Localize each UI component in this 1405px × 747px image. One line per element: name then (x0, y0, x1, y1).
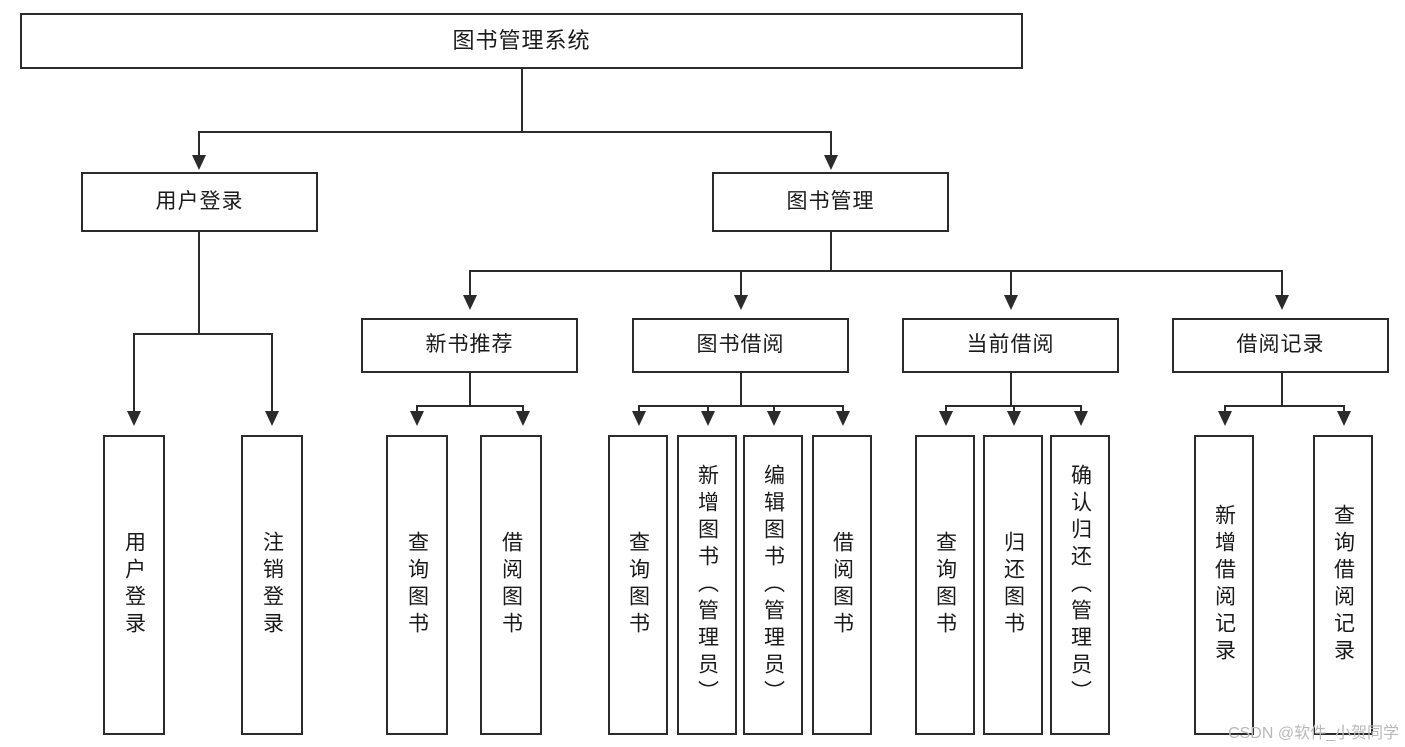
node-book-management[interactable]: 图书管理 (712, 172, 949, 232)
connector-current-borrow-drop-2 (1013, 405, 1015, 413)
node-label: 查询图书 (933, 531, 957, 639)
connector-root-stem (521, 69, 523, 131)
node-label: 注销登录 (260, 531, 284, 639)
connector-root-to-book-mgmt (830, 131, 832, 158)
arrowhead-user-login-leaf-2 (265, 411, 279, 426)
arrowhead-book-borrow-leaf-1 (632, 411, 646, 426)
connector-book-mgmt-drop-4 (1281, 270, 1283, 297)
node-label: 用户登录 (122, 531, 146, 639)
node-label: 新书推荐 (425, 333, 514, 357)
connector-borrow-record-bus (1224, 405, 1343, 407)
node-root-system[interactable]: 图书管理系统 (20, 13, 1023, 69)
node-label: 借阅图书 (499, 531, 523, 639)
connector-user-login-drop-1 (133, 333, 135, 413)
node-label: 编辑图书（管理员） (761, 463, 785, 707)
leaf-book-borrow-query[interactable]: 查询图书 (608, 435, 668, 735)
node-label: 查询图书 (405, 531, 429, 639)
node-label: 图书借阅 (696, 333, 785, 357)
connector-current-borrow-drop-3 (1080, 405, 1082, 413)
node-current-borrow[interactable]: 当前借阅 (902, 318, 1119, 373)
connector-borrow-record-drop-1 (1224, 405, 1226, 413)
node-label: 新增图书（管理员） (695, 463, 719, 707)
leaf-new-book-query[interactable]: 查询图书 (386, 435, 448, 735)
connector-new-book-drop-1 (416, 405, 418, 413)
connector-book-mgmt-stem (830, 232, 832, 270)
connector-root-bus (198, 131, 831, 133)
arrowhead-book-borrow-leaf-2 (701, 411, 715, 426)
leaf-book-borrow-add[interactable]: 新增图书（管理员） (677, 435, 737, 735)
leaf-user-login-logout[interactable]: 注销登录 (241, 435, 303, 735)
node-book-borrow[interactable]: 图书借阅 (632, 318, 849, 373)
connector-book-mgmt-drop-2 (740, 270, 742, 297)
connector-borrow-record-drop-2 (1343, 405, 1345, 413)
leaf-book-borrow-edit[interactable]: 编辑图书（管理员） (743, 435, 803, 735)
connector-new-book-stem (469, 373, 471, 405)
node-label: 查询借阅记录 (1331, 504, 1355, 666)
node-label: 当前借阅 (966, 333, 1055, 357)
arrowhead-book-mgmt-child-2 (734, 295, 748, 310)
node-label: 用户登录 (155, 189, 244, 213)
leaf-current-borrow-return[interactable]: 归还图书 (983, 435, 1043, 735)
connector-current-borrow-bus (945, 405, 1080, 407)
connector-borrow-record-stem (1281, 373, 1283, 405)
connector-user-login-drop-2 (271, 333, 273, 413)
arrowhead-book-mgmt-child-4 (1275, 295, 1289, 310)
connector-book-borrow-drop-3 (773, 405, 775, 413)
connector-current-borrow-stem (1010, 373, 1012, 405)
leaf-user-login-login[interactable]: 用户登录 (103, 435, 165, 735)
arrowhead-root-to-book-mgmt (824, 155, 838, 170)
connector-new-book-bus (416, 405, 522, 407)
leaf-borrow-record-add[interactable]: 新增借阅记录 (1194, 435, 1254, 735)
leaf-current-borrow-query[interactable]: 查询图书 (915, 435, 975, 735)
arrowhead-book-borrow-leaf-3 (767, 411, 781, 426)
node-label: 图书管理系统 (452, 28, 591, 54)
arrowhead-new-book-leaf-2 (516, 411, 530, 426)
connector-root-to-user-login (198, 131, 200, 158)
connector-new-book-drop-2 (522, 405, 524, 413)
connector-book-mgmt-drop-1 (469, 270, 471, 297)
node-label: 图书管理 (786, 189, 875, 213)
connector-book-borrow-bus (638, 405, 842, 407)
node-label: 查询图书 (626, 531, 650, 639)
arrowhead-current-borrow-leaf-2 (1007, 411, 1021, 426)
connector-user-login-stem (198, 232, 200, 333)
connector-user-login-bus (133, 333, 271, 335)
connector-book-mgmt-drop-3 (1010, 270, 1012, 297)
arrowhead-borrow-record-leaf-1 (1218, 411, 1232, 426)
node-label: 新增借阅记录 (1212, 504, 1236, 666)
leaf-book-borrow-borrow[interactable]: 借阅图书 (812, 435, 872, 735)
node-label: 借阅图书 (830, 531, 854, 639)
arrowhead-book-borrow-leaf-4 (836, 411, 850, 426)
arrowhead-book-mgmt-child-3 (1004, 295, 1018, 310)
watermark-label: CSDN @软件_小贺同学 (1228, 725, 1399, 742)
connector-book-borrow-drop-4 (842, 405, 844, 413)
arrowhead-borrow-record-leaf-2 (1337, 411, 1351, 426)
node-user-login[interactable]: 用户登录 (81, 172, 318, 232)
node-label: 借阅记录 (1236, 333, 1325, 357)
node-new-book-recommend[interactable]: 新书推荐 (361, 318, 578, 373)
leaf-current-borrow-confirm[interactable]: 确认归还（管理员） (1050, 435, 1110, 735)
connector-current-borrow-drop-1 (945, 405, 947, 413)
connector-book-mgmt-bus (469, 270, 1281, 272)
arrowhead-new-book-leaf-1 (410, 411, 424, 426)
arrowhead-book-mgmt-child-1 (463, 295, 477, 310)
arrowhead-current-borrow-leaf-3 (1074, 411, 1088, 426)
connector-book-borrow-stem (740, 373, 742, 405)
arrowhead-user-login-leaf-1 (127, 411, 141, 426)
leaf-new-book-borrow[interactable]: 借阅图书 (480, 435, 542, 735)
arrowhead-root-to-user-login (192, 155, 206, 170)
node-borrow-record[interactable]: 借阅记录 (1172, 318, 1389, 373)
node-label: 确认归还（管理员） (1068, 463, 1092, 707)
leaf-borrow-record-query[interactable]: 查询借阅记录 (1313, 435, 1373, 735)
connector-book-borrow-drop-2 (707, 405, 709, 413)
node-label: 归还图书 (1001, 531, 1025, 639)
arrowhead-current-borrow-leaf-1 (939, 411, 953, 426)
connector-book-borrow-drop-1 (638, 405, 640, 413)
